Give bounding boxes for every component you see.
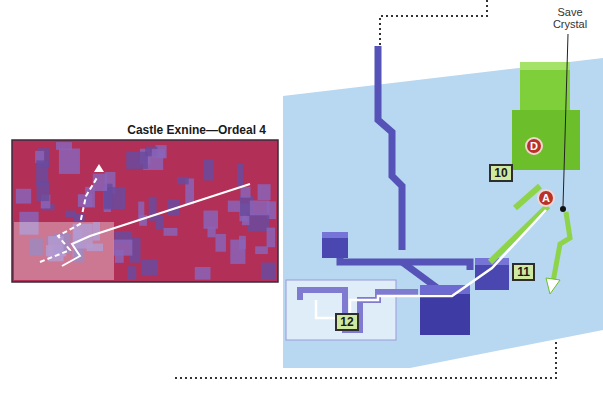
- green-walkway: [553, 212, 570, 282]
- maze-block: [204, 211, 218, 229]
- marker-letter: A: [542, 192, 550, 204]
- maze-block: [247, 213, 269, 232]
- maze-block: [141, 260, 158, 275]
- maze-block: [156, 216, 164, 230]
- maze-block: [56, 142, 72, 150]
- route-dashed: [40, 176, 98, 262]
- maze-block: [195, 267, 211, 280]
- maze-block: [138, 202, 144, 220]
- maze-block: [65, 211, 76, 217]
- walkway: [340, 46, 470, 290]
- maze-block: [36, 160, 48, 184]
- point-marker: D: [525, 137, 543, 155]
- maze-block: [228, 201, 241, 212]
- callout-text: 12: [340, 315, 353, 329]
- green-tower: [520, 62, 570, 112]
- exit-arrow: [546, 278, 560, 294]
- marker-letter: D: [530, 140, 538, 152]
- map-label: Save Crystal: [545, 6, 595, 30]
- inset-title: Castle Exnine—Ordeal 4: [127, 123, 266, 137]
- route-line: [62, 184, 250, 266]
- highlight-area: [14, 222, 114, 280]
- maze-block: [177, 177, 189, 185]
- screenshot-frame: [12, 140, 278, 282]
- callout-text: 10: [494, 166, 507, 180]
- callout-number: 12: [335, 313, 359, 331]
- green-tower: [512, 110, 580, 170]
- maze-block: [127, 266, 136, 280]
- maze-block: [267, 228, 275, 248]
- route-arrow: [94, 164, 104, 172]
- maze-block: [164, 228, 178, 236]
- maze-block: [241, 187, 251, 198]
- callout-number: 10: [489, 164, 513, 182]
- callout-text: 11: [517, 265, 530, 279]
- maze-block: [152, 149, 165, 158]
- maze-block: [261, 262, 276, 280]
- route-line: [316, 210, 546, 318]
- maze-block: [255, 246, 268, 254]
- maze-block: [258, 184, 271, 200]
- callout-number: 11: [512, 263, 535, 281]
- green-walkway: [490, 206, 548, 262]
- leader-line: [563, 34, 568, 206]
- maze-block: [59, 149, 80, 174]
- maze-block: [250, 200, 270, 215]
- dotted-route: [380, 0, 487, 46]
- block: [322, 232, 348, 258]
- maze-block: [115, 250, 124, 263]
- maze-block: [16, 189, 31, 204]
- point-marker: A: [537, 189, 555, 207]
- maze-block: [203, 159, 213, 180]
- maze-block: [126, 152, 148, 169]
- floor-region: [283, 58, 603, 368]
- maze-block: [37, 182, 50, 201]
- maze-block: [230, 240, 245, 264]
- walkway: [378, 46, 402, 250]
- green-tower-top: [520, 62, 570, 70]
- screenshot-inset: [12, 140, 278, 282]
- maze-block: [215, 234, 225, 252]
- maze-block: [237, 164, 243, 187]
- block: [420, 285, 470, 335]
- block-top: [322, 232, 348, 238]
- maze-block: [242, 216, 249, 225]
- save-crystal-dot: [560, 206, 566, 212]
